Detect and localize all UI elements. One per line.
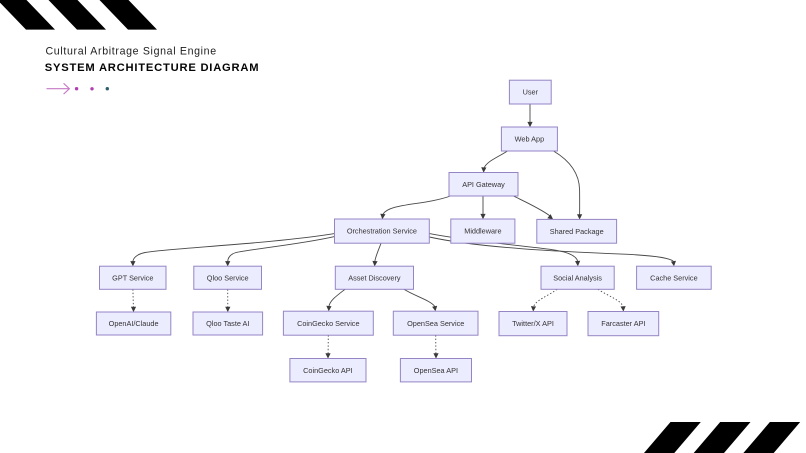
svg-text:Twitter/X API: Twitter/X API xyxy=(512,319,554,328)
svg-text:User: User xyxy=(523,88,539,97)
svg-text:OpenSea Service: OpenSea Service xyxy=(407,319,464,328)
svg-text:SYSTEM ARCHITECTURE DIAGRAM: SYSTEM ARCHITECTURE DIAGRAM xyxy=(45,62,260,74)
svg-text:Farcaster API: Farcaster API xyxy=(601,319,645,328)
svg-text:Orchestration Service: Orchestration Service xyxy=(347,227,417,236)
svg-text:OpenAI/Claude: OpenAI/Claude xyxy=(109,319,159,328)
svg-text:Social Analysis: Social Analysis xyxy=(553,273,602,282)
svg-text:Shared Package: Shared Package xyxy=(550,227,604,236)
svg-text:OpenSea API: OpenSea API xyxy=(414,366,458,375)
svg-text:Middleware: Middleware xyxy=(464,227,501,236)
svg-text:Asset Discovery: Asset Discovery xyxy=(348,273,401,282)
svg-text:CoinGecko API: CoinGecko API xyxy=(303,366,352,375)
svg-text:Qloo Taste AI: Qloo Taste AI xyxy=(206,319,249,328)
svg-text:Cultural Arbitrage Signal Engi: Cultural Arbitrage Signal Engine xyxy=(46,45,217,57)
svg-text:CoinGecko Service: CoinGecko Service xyxy=(297,319,359,328)
svg-text:Cache Service: Cache Service xyxy=(650,273,697,282)
svg-text:GPT Service: GPT Service xyxy=(112,273,153,282)
svg-text:Web App: Web App xyxy=(515,135,544,144)
svg-text:Qloo Service: Qloo Service xyxy=(207,273,249,282)
svg-text:API Gateway: API Gateway xyxy=(462,180,505,189)
